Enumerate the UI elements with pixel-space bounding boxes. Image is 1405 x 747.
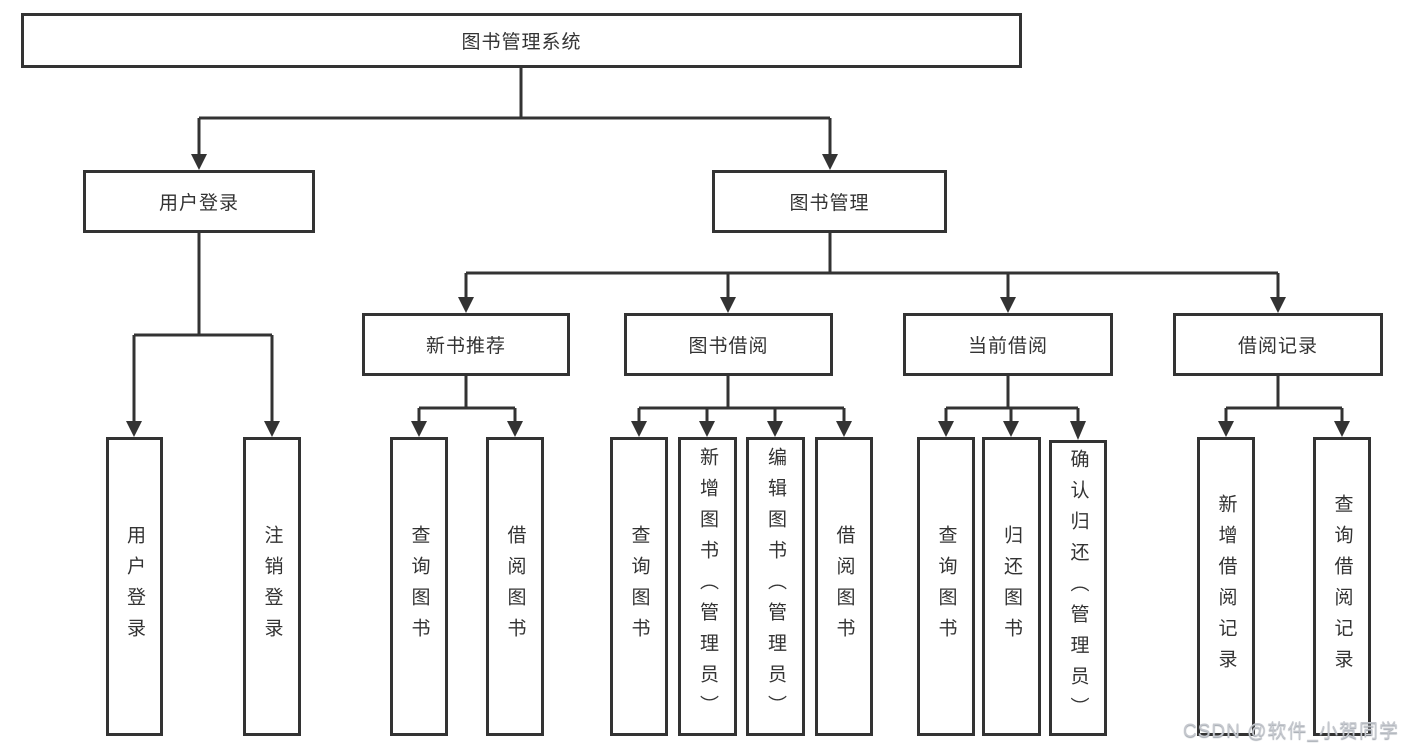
leaf-confirm-return-admin: 确认归还（管理员） xyxy=(1049,440,1107,736)
leaf-edit-book-admin: 编辑图书（管理员） xyxy=(746,437,805,736)
connector-current-borrow xyxy=(938,376,1086,440)
node-root: 图书管理系统 xyxy=(21,13,1022,68)
node-root-label: 图书管理系统 xyxy=(461,32,582,53)
leaf-return-book: 归还图书 xyxy=(982,437,1041,736)
leaf-query-books-recommend-label: 查询图书 xyxy=(408,524,430,649)
connector-root xyxy=(191,68,838,170)
leaf-user-login: 用户登录 xyxy=(106,437,163,736)
leaf-add-book-admin-label: 新增图书（管理员） xyxy=(697,447,718,726)
leaf-borrow-books-recommend: 借阅图书 xyxy=(486,437,544,736)
node-book-borrow: 图书借阅 xyxy=(624,313,833,376)
leaf-edit-book-admin-label: 编辑图书（管理员） xyxy=(765,447,786,726)
node-current-borrow-label: 当前借阅 xyxy=(967,336,1048,357)
node-book-borrow-label: 图书借阅 xyxy=(688,336,769,357)
leaf-query-books-recommend: 查询图书 xyxy=(390,437,448,736)
leaf-confirm-return-admin-label: 确认归还（管理员） xyxy=(1067,448,1089,728)
leaf-logout: 注销登录 xyxy=(243,437,301,736)
node-book-management-label: 图书管理 xyxy=(789,193,870,214)
csdn-watermark: CSDN @软件_小贺同学 xyxy=(1183,721,1399,742)
node-new-book-recommend: 新书推荐 xyxy=(362,313,570,376)
leaf-borrow-books-recommend-label: 借阅图书 xyxy=(504,524,526,649)
node-user-login-label: 用户登录 xyxy=(158,193,239,214)
connector-user-login xyxy=(126,233,280,437)
leaf-query-borrow-record-label: 查询借阅记录 xyxy=(1331,493,1353,680)
leaf-query-borrow-record: 查询借阅记录 xyxy=(1313,437,1371,736)
node-borrow-records-label: 借阅记录 xyxy=(1237,336,1318,357)
node-new-book-recommend-label: 新书推荐 xyxy=(425,336,506,357)
leaf-query-books-current-label: 查询图书 xyxy=(935,524,957,649)
leaf-add-borrow-record: 新增借阅记录 xyxy=(1197,437,1255,736)
leaf-query-books-borrow: 查询图书 xyxy=(610,437,668,736)
leaf-borrow-books: 借阅图书 xyxy=(815,437,873,736)
node-user-login: 用户登录 xyxy=(83,170,315,233)
node-book-management: 图书管理 xyxy=(712,170,947,233)
leaf-add-borrow-record-label: 新增借阅记录 xyxy=(1215,493,1237,680)
leaf-borrow-books-label: 借阅图书 xyxy=(833,524,855,649)
connector-borrow-records xyxy=(1218,376,1350,437)
node-borrow-records: 借阅记录 xyxy=(1173,313,1383,376)
leaf-logout-label: 注销登录 xyxy=(261,524,283,649)
leaf-user-login-label: 用户登录 xyxy=(124,524,145,649)
connector-new-book-recommend xyxy=(411,376,523,437)
leaf-add-book-admin: 新增图书（管理员） xyxy=(678,437,737,736)
node-current-borrow: 当前借阅 xyxy=(903,313,1113,376)
leaf-query-books-current: 查询图书 xyxy=(917,437,975,736)
connector-book-borrow xyxy=(631,376,852,437)
connector-book-management xyxy=(458,233,1286,313)
leaf-return-book-label: 归还图书 xyxy=(1001,524,1022,649)
leaf-query-books-borrow-label: 查询图书 xyxy=(628,524,650,649)
